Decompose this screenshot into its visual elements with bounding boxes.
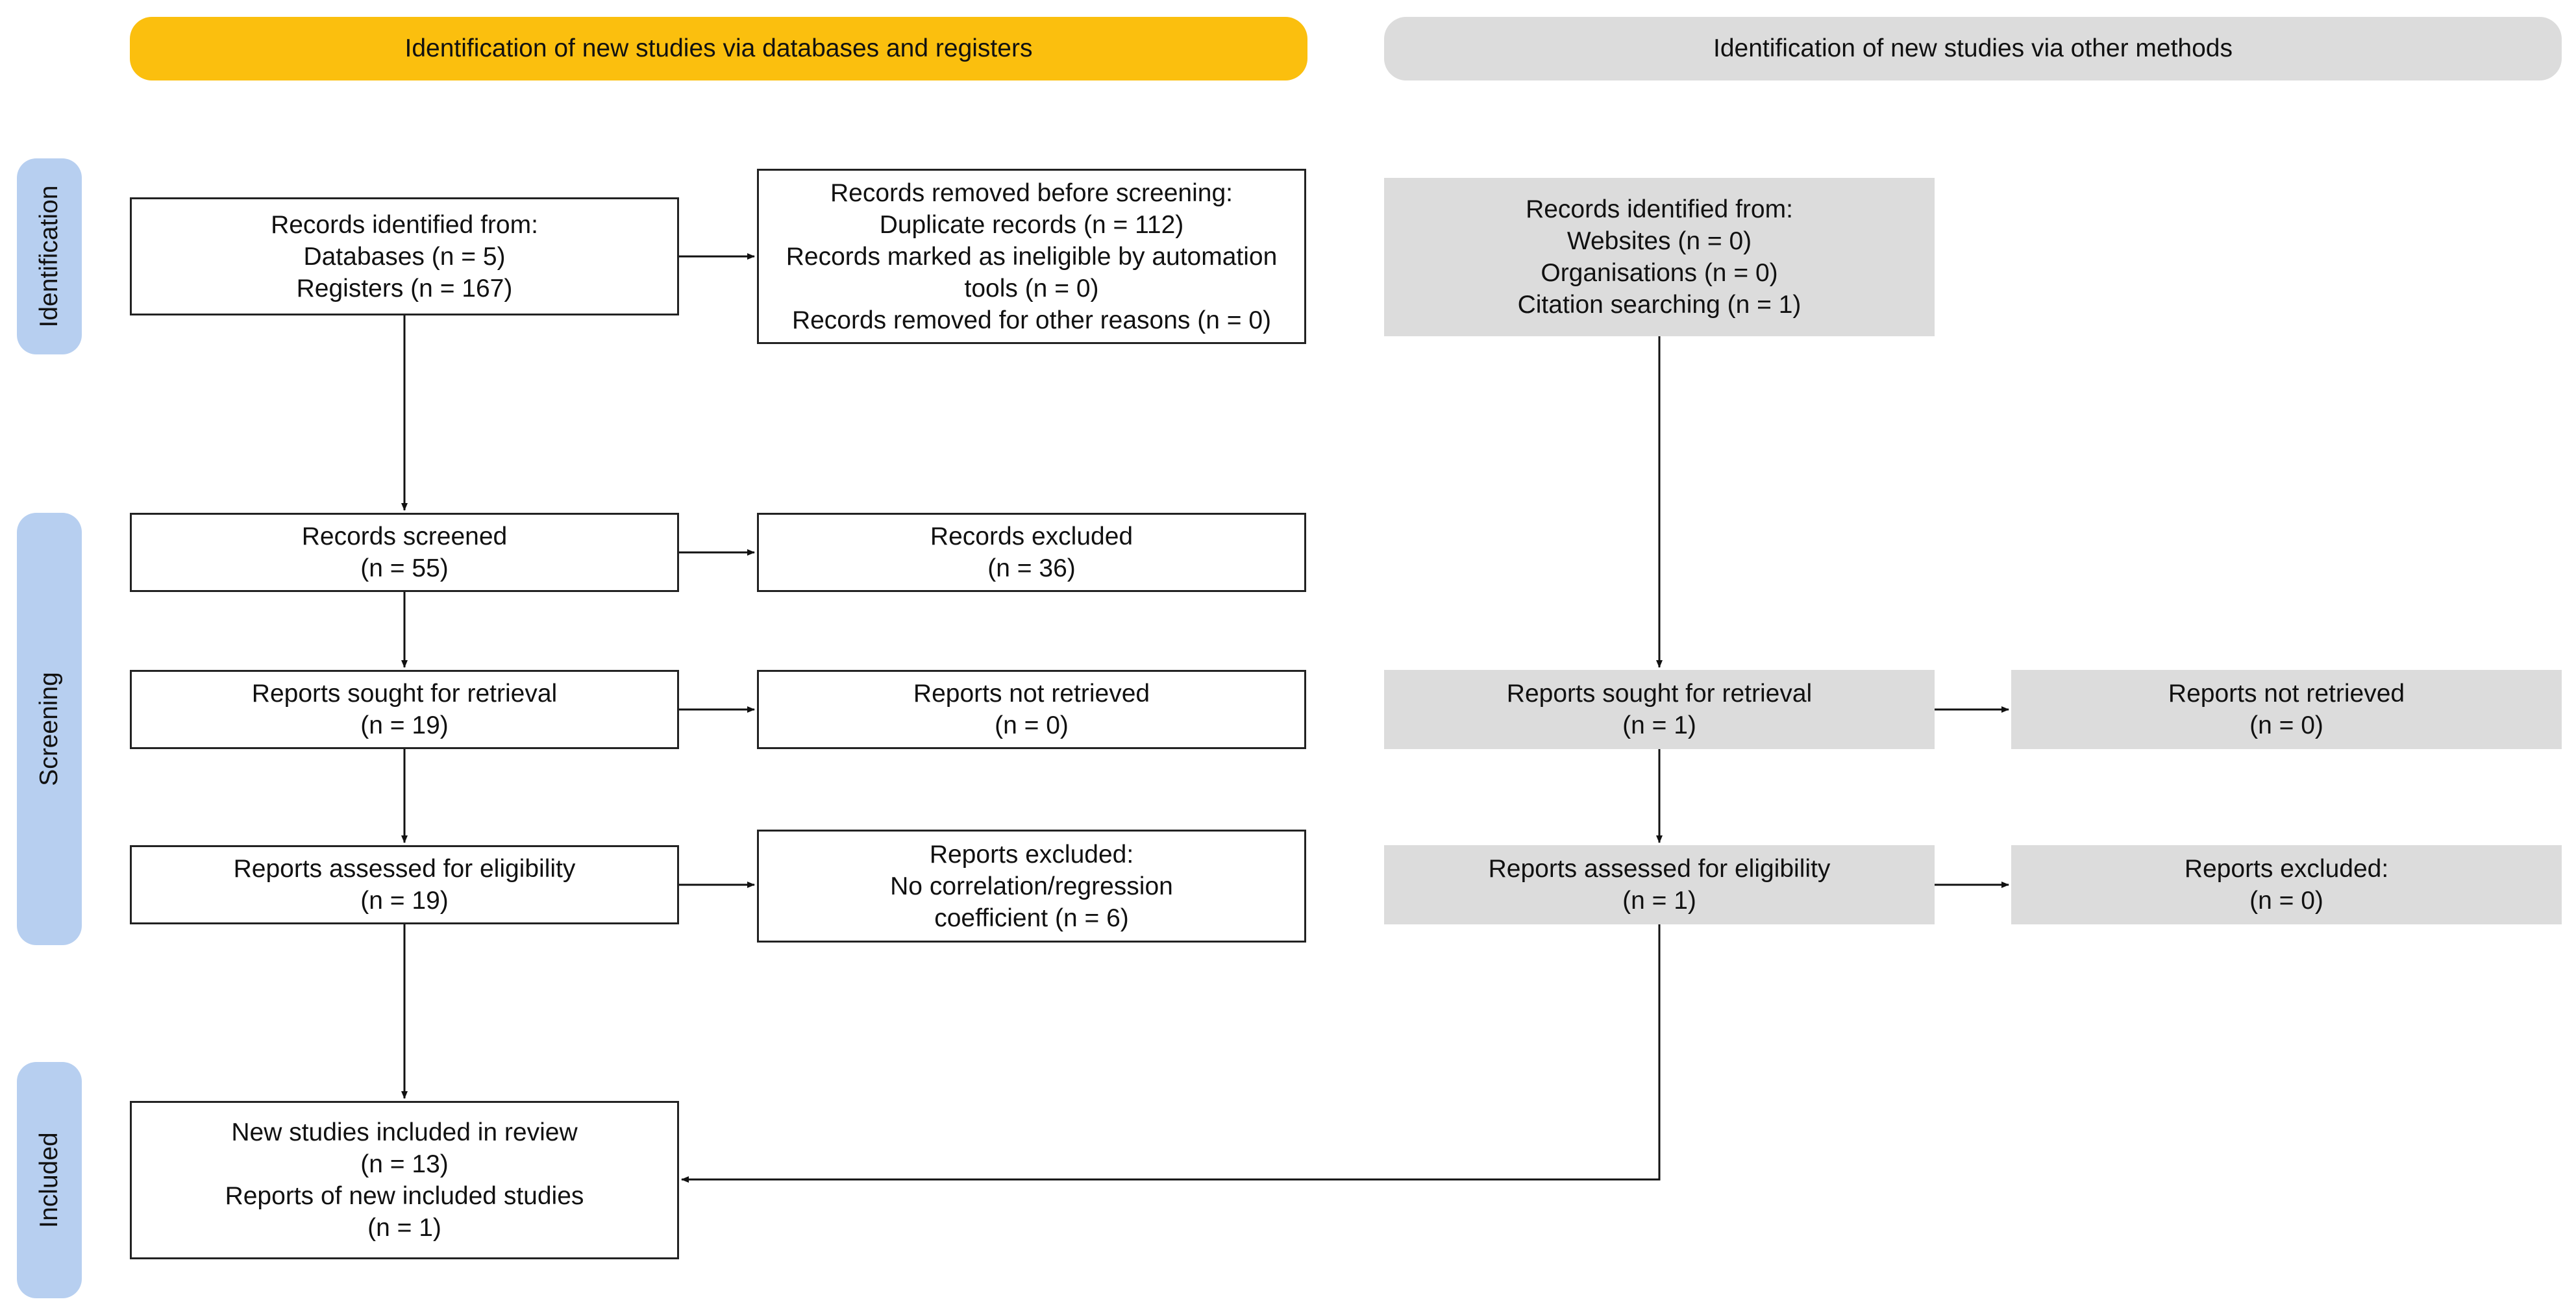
box-line: (n = 13) bbox=[360, 1150, 449, 1178]
reports-assessed-box: Reports assessed for eligibility (n = 19… bbox=[130, 845, 679, 924]
box-line: Reports excluded: bbox=[2184, 855, 2389, 883]
box-line: Records identified from: bbox=[271, 210, 538, 239]
box-line: Reports sought for retrieval bbox=[1506, 680, 1813, 708]
box-line: tools (n = 0) bbox=[964, 274, 1099, 302]
arrow-other-assessed-to-included bbox=[681, 924, 1661, 1183]
other-methods-header-label: Identification of new studies via other … bbox=[1713, 34, 2233, 62]
box-line: (n = 19) bbox=[360, 711, 449, 739]
box-line: Organisations (n = 0) bbox=[1541, 259, 1778, 287]
box-line: Websites (n = 0) bbox=[1567, 227, 1752, 255]
records-excluded-box: Records excluded (n = 36) bbox=[757, 513, 1306, 592]
reports-not-retrieved-box: Reports not retrieved (n = 0) bbox=[757, 670, 1306, 749]
box-line: (n = 1) bbox=[367, 1214, 441, 1242]
box-line: Reports not retrieved bbox=[2168, 680, 2405, 708]
box-line: Duplicate records (n = 112) bbox=[879, 210, 1184, 239]
included-box: New studies included in review (n = 13) … bbox=[130, 1101, 679, 1259]
stage-included: Included bbox=[17, 1062, 82, 1298]
records-screened-box: Records screened (n = 55) bbox=[130, 513, 679, 592]
other-reports-excluded-box: Reports excluded: (n = 0) bbox=[2011, 845, 2562, 924]
reports-excluded-box: Reports excluded: No correlation/regress… bbox=[757, 830, 1306, 943]
box-line: (n = 55) bbox=[360, 554, 449, 582]
other-reports-assessed-box: Reports assessed for eligibility (n = 1) bbox=[1384, 845, 1935, 924]
box-line: Reports of new included studies bbox=[225, 1182, 584, 1210]
other-reports-sought-box: Reports sought for retrieval (n = 1) bbox=[1384, 670, 1935, 749]
records-identified-box: Records identified from: Databases (n = … bbox=[130, 197, 679, 315]
box-line: Records excluded bbox=[930, 523, 1133, 550]
box-line: No correlation/regression bbox=[890, 872, 1173, 900]
box-line: (n = 0) bbox=[2249, 711, 2323, 739]
box-line: New studies included in review bbox=[231, 1118, 578, 1146]
box-line: Records identified from: bbox=[1526, 195, 1793, 223]
reports-sought-box: Reports sought for retrieval (n = 19) bbox=[130, 670, 679, 749]
box-line: (n = 1) bbox=[1622, 887, 1696, 915]
box-line: Reports sought for retrieval bbox=[251, 680, 558, 708]
box-line: Registers (n = 167) bbox=[296, 274, 513, 302]
other-records-identified-box: Records identified from: Websites (n = 0… bbox=[1384, 178, 1935, 336]
box-line: Records removed before screening: bbox=[830, 179, 1233, 207]
box-line: (n = 36) bbox=[987, 554, 1076, 582]
stage-identification: Identification bbox=[17, 158, 82, 354]
box-line: Reports excluded: bbox=[929, 840, 1134, 869]
box-line: coefficient (n = 6) bbox=[934, 904, 1129, 932]
box-line: Reports not retrieved bbox=[913, 680, 1150, 708]
box-line: Reports assessed for eligibility bbox=[233, 855, 576, 883]
box-line: Databases (n = 5) bbox=[303, 242, 506, 271]
records-removed-box: Records removed before screening: Duplic… bbox=[757, 169, 1306, 344]
box-line: (n = 19) bbox=[360, 887, 449, 915]
box-line: (n = 0) bbox=[995, 711, 1069, 739]
databases-header: Identification of new studies via databa… bbox=[130, 17, 1307, 80]
other-methods-header: Identification of new studies via other … bbox=[1384, 17, 2562, 80]
box-line: (n = 1) bbox=[1622, 711, 1696, 739]
box-line: Records removed for other reasons (n = 0… bbox=[791, 306, 1272, 334]
databases-header-label: Identification of new studies via databa… bbox=[404, 34, 1033, 62]
box-line: Citation searching (n = 1) bbox=[1517, 291, 1802, 319]
other-reports-not-retrieved-box: Reports not retrieved (n = 0) bbox=[2011, 670, 2562, 749]
box-line: Reports assessed for eligibility bbox=[1488, 855, 1831, 883]
box-line: Records marked as ineligible by automati… bbox=[786, 242, 1278, 271]
box-line: Records screened bbox=[301, 523, 508, 550]
box-line: (n = 0) bbox=[2249, 887, 2323, 915]
stage-screening: Screening bbox=[17, 513, 82, 945]
